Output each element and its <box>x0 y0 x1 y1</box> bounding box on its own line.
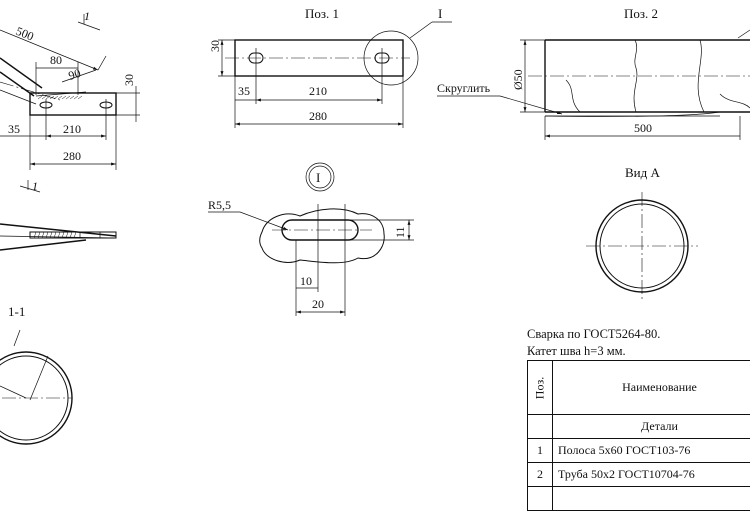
assembly-view: 500 1 80 90 30 <box>0 9 140 250</box>
assembly-dim-35: 35 <box>8 122 20 136</box>
spec-row-2-name: Труба 50х2 ГОСТ10704-76 <box>553 463 750 487</box>
assembly-section-mark-bottom: 1 <box>32 179 38 193</box>
assembly-dim-90: 90 <box>67 66 83 83</box>
pos1-dim-35: 35 <box>238 84 250 98</box>
pos1-dim-30: 30 <box>208 40 222 52</box>
assembly-section-mark-top: 1 <box>84 9 90 23</box>
assembly-dim-80: 80 <box>50 53 62 67</box>
assembly-dim-500: 500 <box>14 24 36 44</box>
view-a: Вид А <box>586 165 698 300</box>
note-welding-standard: Сварка по ГОСТ5264-80. <box>527 326 660 343</box>
detail-marker: I <box>316 170 320 185</box>
note-weld-leg: Катет шва h=3 мм. <box>527 343 660 360</box>
assembly-dim-210: 210 <box>63 122 81 136</box>
view-a-title: Вид А <box>625 165 660 180</box>
welding-notes: Сварка по ГОСТ5264-80. Катет шва h=3 мм. <box>527 326 660 360</box>
pos2-dim-500: 500 <box>634 121 652 135</box>
assembly-dim-280: 280 <box>63 149 81 163</box>
pos1-dim-280: 280 <box>309 109 327 123</box>
pos2-view: Поз. 2 Ø50 Скруглить 500 <box>437 6 750 140</box>
spec-header-pos: Поз. <box>528 361 553 415</box>
pos2-title: Поз. 2 <box>624 6 658 21</box>
detail-dim-20: 20 <box>312 297 324 311</box>
spec-header-name: Наименование <box>553 361 750 415</box>
spec-section-details: Детали <box>553 415 750 439</box>
pos1-view: Поз. 1 I 30 35 210 280 <box>208 6 452 128</box>
detail-dim-r55: R5,5 <box>208 198 231 212</box>
spec-row-1-pos: 1 <box>528 439 553 463</box>
pos1-title: Поз. 1 <box>305 6 339 21</box>
specification-table: Поз. Наименование Детали 1 Полоса 5х60 Г… <box>527 360 750 511</box>
pos1-detail-marker: I <box>438 6 442 21</box>
section-1-1: 1-1 <box>0 304 72 444</box>
spec-row-2-pos: 2 <box>528 463 553 487</box>
assembly-dim-30: 30 <box>122 74 136 86</box>
detail-i-view: I R5,5 11 10 20 <box>208 163 414 316</box>
pos2-dim-diameter: Ø50 <box>511 69 525 90</box>
detail-dim-10: 10 <box>300 274 312 288</box>
section-title: 1-1 <box>8 304 25 319</box>
detail-dim-11: 11 <box>393 226 407 238</box>
pos2-round-edge-note: Скруглить <box>437 81 491 95</box>
pos1-dim-210: 210 <box>309 84 327 98</box>
spec-row-1-name: Полоса 5х60 ГОСТ103-76 <box>553 439 750 463</box>
